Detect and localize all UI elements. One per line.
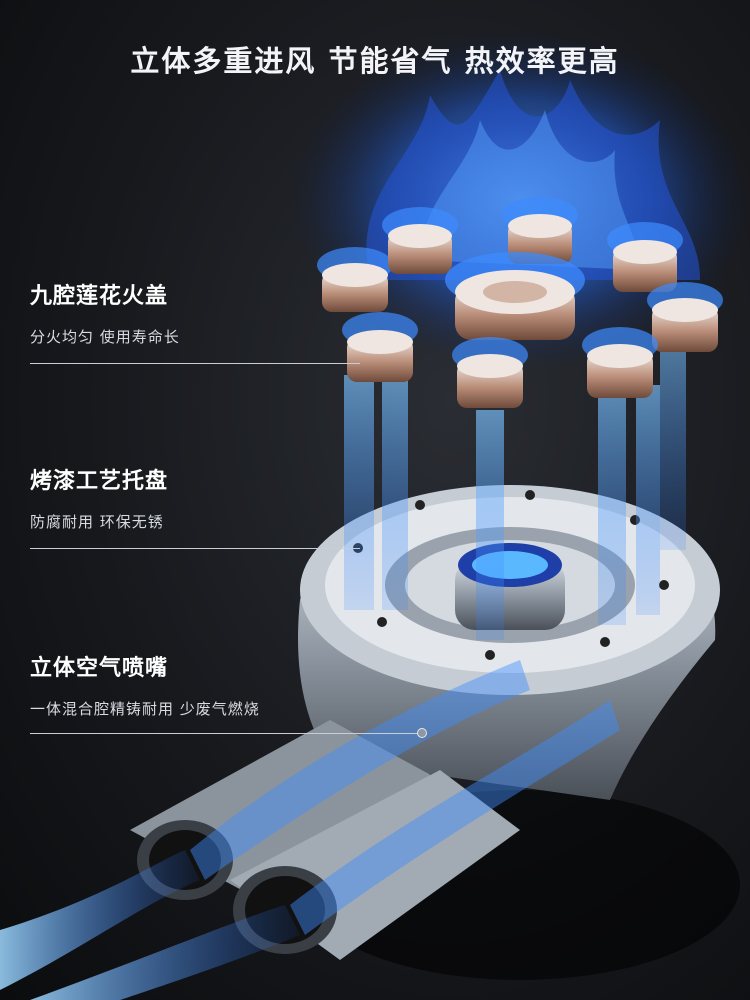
feature-desc: 防腐耐用 环保无锈 (30, 513, 164, 531)
air-nozzles (0, 660, 620, 1000)
flame-caps (317, 197, 723, 408)
feature-title: 九腔莲花火盖 (30, 284, 169, 309)
callout-dot-icon (417, 728, 427, 738)
feature-title: 立体空气喷嘴 (30, 656, 169, 681)
flame-cap (382, 207, 458, 274)
flame-cap-center (445, 252, 585, 340)
flame-cap (342, 312, 418, 382)
feature-title: 烤漆工艺托盘 (30, 469, 169, 494)
flame-cap (647, 282, 723, 352)
feature-nozzle: 立体空气喷嘴 一体混合腔精铸耐用 少废气燃烧 (30, 650, 360, 719)
flame-cap (317, 247, 393, 312)
flame-cap (607, 222, 683, 292)
flame-cap (502, 197, 578, 264)
headline: 立体多重进风 节能省气 热效率更高 (130, 44, 620, 78)
feature-tray: 烤漆工艺托盘 防腐耐用 环保无锈 (30, 463, 360, 532)
callout-line (30, 548, 360, 549)
feature-flame-cap: 九腔莲花火盖 分火均匀 使用寿命长 (30, 278, 360, 347)
flame-cap (452, 337, 528, 408)
flame-cap (582, 327, 658, 398)
feature-desc: 一体混合腔精铸耐用 少废气燃烧 (30, 700, 260, 718)
callout-line (30, 363, 360, 364)
gas-streams (344, 340, 686, 640)
callout-line (30, 728, 427, 738)
feature-desc: 分火均匀 使用寿命长 (30, 328, 180, 346)
